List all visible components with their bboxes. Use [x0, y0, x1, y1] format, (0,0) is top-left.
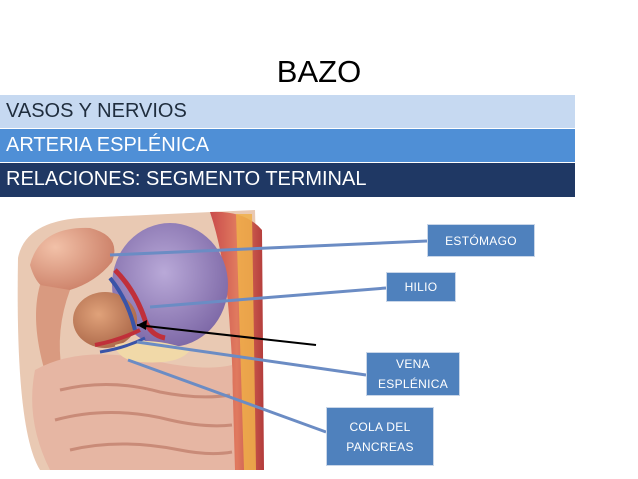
- slide-title: BAZO: [276, 54, 362, 89]
- pointer-estomago: [109, 239, 428, 257]
- band-arteria-esplenica: ARTERIA ESPLÉNICA: [0, 129, 575, 162]
- label-vena-line1: VENA: [396, 357, 430, 371]
- pointer-vena: [136, 340, 367, 377]
- arrow-black: [136, 324, 317, 346]
- label-estomago: ESTÓMAGO: [427, 224, 535, 257]
- pointer-hilio: [149, 286, 387, 309]
- label-cola-line2: PANCREAS: [346, 439, 414, 454]
- label-vena-line2: ESPLÉNICA: [377, 377, 449, 391]
- band-relaciones: RELACIONES: SEGMENTO TERMINAL: [0, 163, 575, 197]
- label-cola-pancreas: COLA DEL PANCREAS: [326, 407, 434, 466]
- pointer-cola: [127, 358, 327, 434]
- label-hilio: HILIO: [386, 272, 456, 302]
- arrow-head: [137, 320, 147, 330]
- label-vena-esplenica: VENA ESPLÉNICA: [366, 352, 460, 396]
- band-vasos-nervios: VASOS Y NERVIOS: [0, 95, 575, 128]
- label-cola-line1: COLA DEL: [349, 419, 411, 434]
